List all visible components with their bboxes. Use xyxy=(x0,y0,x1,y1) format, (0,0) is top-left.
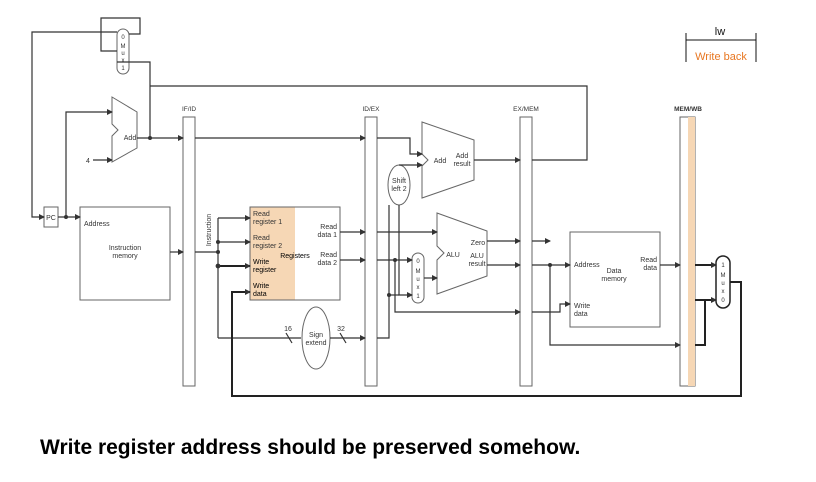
svg-text:u: u xyxy=(416,277,419,283)
svg-text:u: u xyxy=(721,281,724,287)
svg-text:x: x xyxy=(122,58,125,64)
alu-label: ALU xyxy=(446,252,460,259)
pc-mux-labels: 0 M u x 1 xyxy=(121,35,126,72)
rf-title: Registers xyxy=(280,253,310,260)
mem-wb-highlight xyxy=(688,117,695,386)
svg-text:0: 0 xyxy=(121,35,125,41)
ex-mem-register xyxy=(519,116,533,387)
svg-text:1: 1 xyxy=(121,66,125,72)
if-id-register xyxy=(182,116,196,387)
svg-text:0: 0 xyxy=(416,259,420,265)
instruction-bus-label: Instruction xyxy=(206,214,213,246)
write-back-mux-labels: 1 M u x 0 xyxy=(721,263,726,304)
svg-text:1: 1 xyxy=(416,294,420,300)
branch-adder-label: Add xyxy=(434,158,447,165)
svg-text:M: M xyxy=(721,273,726,279)
caption: Write register address should be preserv… xyxy=(40,436,581,459)
svg-text:M: M xyxy=(121,44,126,50)
pc-adder-label: Add xyxy=(124,135,137,142)
data-memory xyxy=(569,231,661,328)
instruction-memory xyxy=(79,206,171,301)
instruction-name: lw xyxy=(715,26,725,38)
stage-name: Write back xyxy=(695,51,747,63)
svg-text:0: 0 xyxy=(721,298,725,304)
im-address-label: Address xyxy=(84,221,110,228)
ex-mem-label: EX/MEM xyxy=(513,106,539,113)
alu-zero-label: Zero xyxy=(471,240,486,247)
id-ex-register xyxy=(364,116,378,387)
svg-text:M: M xyxy=(416,269,421,275)
svg-text:x: x xyxy=(417,285,420,291)
pc-adder xyxy=(111,96,138,163)
register-file-outline xyxy=(249,206,341,301)
id-ex-label: ID/EX xyxy=(363,106,381,113)
svg-text:x: x xyxy=(722,289,725,295)
instruction-stage-tag: lw Write back xyxy=(685,26,757,63)
if-id-label: IF/ID xyxy=(182,106,196,113)
svg-text:1: 1 xyxy=(721,263,725,269)
sign-extend-in-bits: 16 xyxy=(284,326,292,333)
register-file-highlight xyxy=(250,207,295,300)
datapath-wires xyxy=(31,17,681,348)
alu-src-mux-labels: 0 M u x 1 xyxy=(416,259,421,300)
shift-left-2-unit xyxy=(387,164,411,206)
svg-text:u: u xyxy=(121,51,124,57)
write-back-path xyxy=(215,262,742,397)
dm-address-label: Address xyxy=(574,262,600,269)
branch-adder xyxy=(421,121,475,199)
sign-extend-out-bits: 32 xyxy=(337,326,345,333)
pc-label: PC xyxy=(46,215,56,222)
constant-four: 4 xyxy=(86,158,90,165)
mem-wb-label: MEM/WB xyxy=(674,106,702,113)
